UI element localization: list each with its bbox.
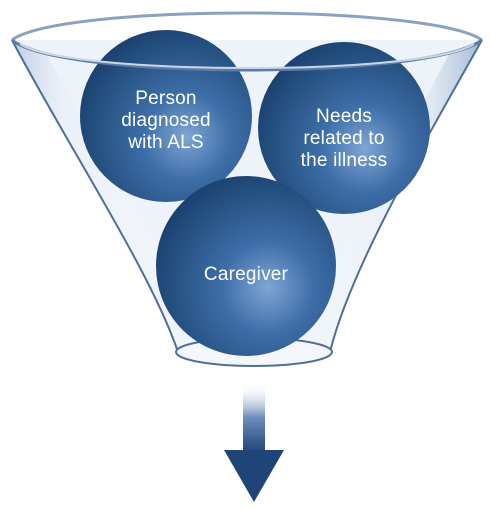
label-needs: Needs related to the illness (300, 106, 388, 171)
arrow-stem (243, 382, 265, 452)
funnel-outline-right (329, 39, 483, 353)
circle-caregiver (156, 176, 336, 356)
label-caregiver: Caregiver (203, 264, 289, 285)
funnel-rim-highlight (19, 43, 475, 69)
funnel-outline-left (11, 39, 179, 353)
circle-needs (258, 42, 430, 214)
funnel-rim-back (11, 11, 483, 42)
circle-person (80, 30, 252, 202)
label-person: Person diagnosed with ALS (121, 88, 211, 153)
arrow-head (224, 450, 284, 502)
